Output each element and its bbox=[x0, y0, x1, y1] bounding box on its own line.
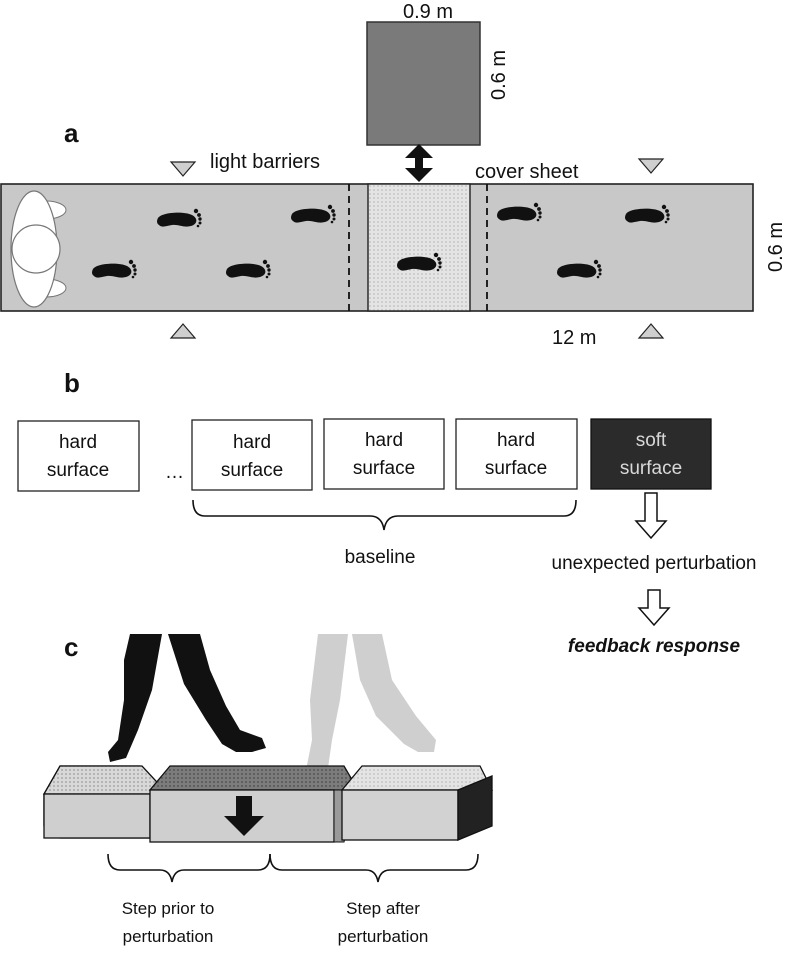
ellipsis-text: … bbox=[165, 462, 184, 483]
baseline-label: baseline bbox=[345, 547, 416, 568]
person-topview-icon bbox=[10, 190, 67, 308]
svg-text:hard: hard bbox=[497, 430, 535, 451]
step-after-label-line1: Step after bbox=[346, 899, 420, 918]
step-prior-label-line1: Step prior to bbox=[122, 899, 215, 918]
svg-text:hard: hard bbox=[365, 430, 403, 451]
double-arrow-icon bbox=[405, 144, 433, 182]
svg-text:surface: surface bbox=[353, 458, 415, 479]
svg-text:surface: surface bbox=[620, 458, 682, 479]
walker-ghost-silhouette bbox=[288, 634, 436, 796]
cover-depth-label: 0.6 m bbox=[488, 50, 510, 100]
panel-a: a 0.9 m 0.6 m light barriers cover sheet bbox=[0, 1, 787, 349]
svg-text:hard: hard bbox=[233, 432, 271, 453]
panel-c-letter: c bbox=[64, 632, 78, 662]
cover-width-label: 0.9 m bbox=[403, 1, 453, 23]
step-prior-label-line2: perturbation bbox=[123, 927, 214, 946]
surface-box: hard surface bbox=[191, 419, 313, 491]
surface-blocks bbox=[42, 765, 494, 843]
light-barrier-triangle-icon bbox=[169, 161, 197, 177]
light-barrier-triangle-icon bbox=[637, 158, 665, 174]
step-after-brace bbox=[269, 853, 479, 883]
walkway-width-label: 0.6 m bbox=[765, 222, 787, 272]
panel-b: b hard surface … hard surface hard surfa… bbox=[17, 368, 757, 657]
step-after-label-line2: perturbation bbox=[338, 927, 429, 946]
light-barrier-triangle-icon bbox=[169, 323, 197, 339]
surface-box: hard surface bbox=[455, 418, 578, 490]
svg-text:surface: surface bbox=[47, 460, 109, 481]
cover-sheet-label: cover sheet bbox=[475, 161, 579, 183]
step-prior-brace bbox=[107, 853, 271, 883]
hollow-down-arrow-icon bbox=[637, 589, 671, 627]
svg-text:soft: soft bbox=[636, 430, 667, 451]
light-barrier-triangle-icon bbox=[637, 323, 665, 339]
surface-box: hard surface bbox=[323, 418, 445, 490]
panel-a-letter: a bbox=[64, 118, 79, 148]
perturbation-zone bbox=[367, 183, 471, 312]
unexpected-perturbation-label: unexpected perturbation bbox=[552, 553, 757, 574]
hollow-down-arrow-icon bbox=[634, 492, 668, 540]
down-arrow-icon bbox=[224, 796, 264, 836]
light-barriers-label: light barriers bbox=[210, 151, 320, 173]
soft-surface-box: soft surface bbox=[590, 418, 712, 490]
baseline-brace bbox=[192, 499, 577, 531]
surface-box: hard surface bbox=[17, 420, 140, 492]
panel-c: c Step pr bbox=[42, 632, 494, 946]
cover-sheet-block bbox=[366, 21, 481, 146]
feedback-response-label: feedback response bbox=[568, 636, 741, 657]
walker-dark-silhouette bbox=[108, 634, 266, 762]
svg-text:surface: surface bbox=[221, 460, 283, 481]
svg-text:hard: hard bbox=[59, 432, 97, 453]
panel-b-letter: b bbox=[64, 368, 80, 398]
svg-text:surface: surface bbox=[485, 458, 547, 479]
walkway-length-label: 12 m bbox=[552, 327, 596, 349]
